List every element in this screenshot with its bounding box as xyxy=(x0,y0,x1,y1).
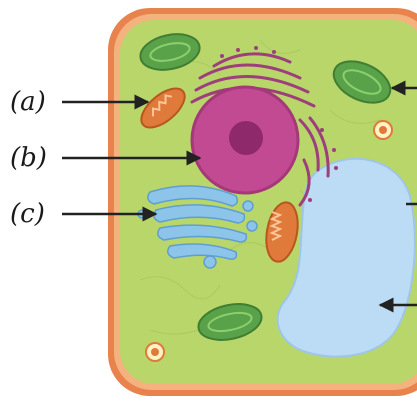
nucleolus xyxy=(229,121,263,155)
label-b: (b) xyxy=(10,143,47,173)
vesicle xyxy=(374,121,392,139)
label-c: (c) xyxy=(10,199,45,229)
vesicle xyxy=(146,343,164,361)
label-a: (a) xyxy=(10,87,46,117)
